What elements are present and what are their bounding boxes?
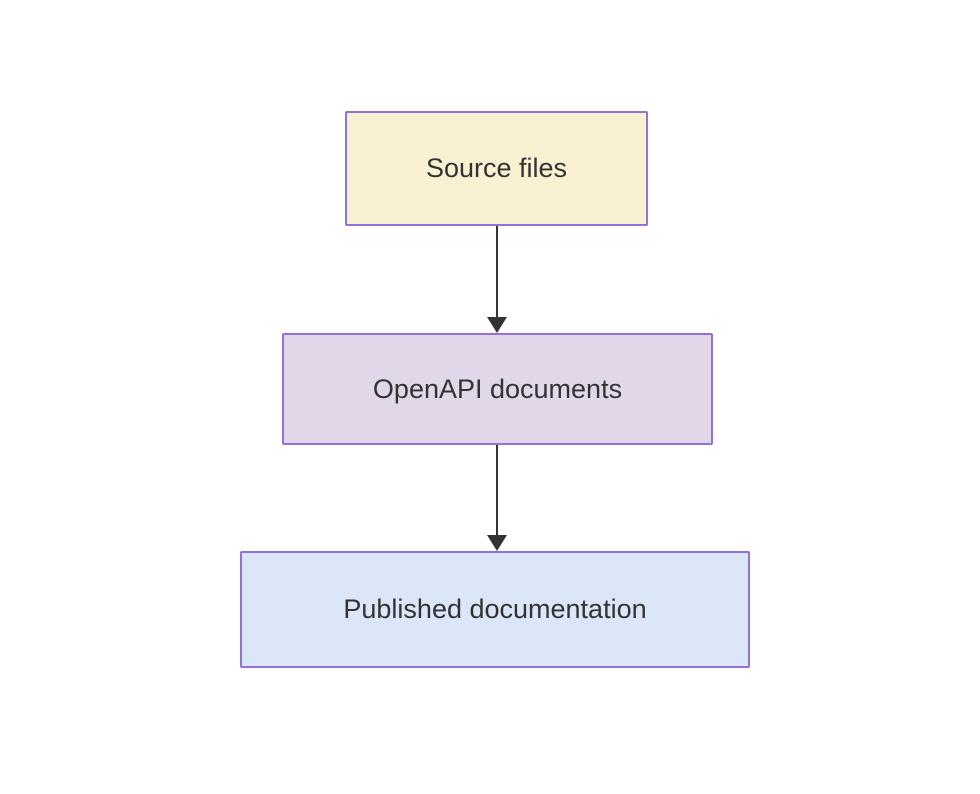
node-published-documentation: Published documentation (240, 551, 750, 668)
edge-line (496, 445, 498, 537)
node-published-documentation-label: Published documentation (343, 594, 647, 624)
node-source-files: Source files (345, 111, 648, 226)
node-openapi-documents-label: OpenAPI documents (372, 373, 623, 404)
node-source-files-label: Source files (425, 153, 568, 183)
arrowhead-down-icon (487, 317, 507, 333)
node-openapi-documents: OpenAPI documents (282, 333, 713, 445)
edge-line (496, 226, 498, 319)
arrowhead-down-icon (487, 535, 507, 551)
